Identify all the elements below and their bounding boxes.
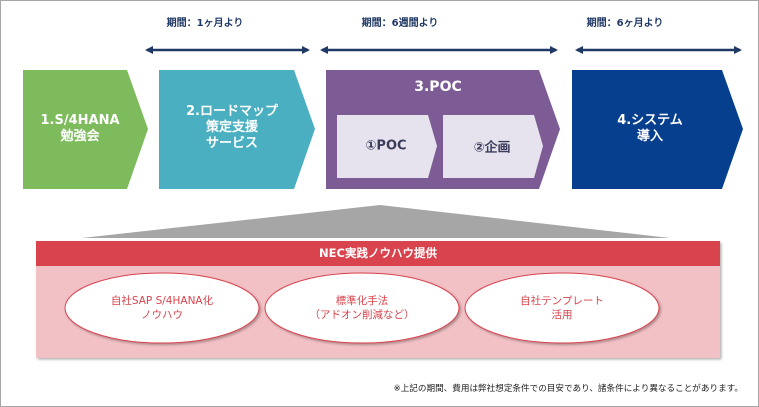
phase-chevron-4 — [572, 70, 743, 189]
knowhow-ellipse-3 — [464, 272, 660, 344]
sub-step-label-1: ①POC — [365, 138, 407, 154]
phase-label-4: 4.システム 導入 — [617, 113, 683, 144]
period-label-2: 期間：6週間より — [361, 18, 439, 29]
period-label-3: 期間：6ヶ月より — [586, 18, 664, 29]
sub-step-label-2: ②企画 — [473, 140, 511, 156]
phase-label-1: 1.S/4HANA 勉強会 — [40, 113, 120, 144]
phase-label-2: 2.ロードマップ 策定支援 サービス — [186, 104, 278, 151]
sub-step-chevron-1 — [337, 115, 437, 178]
roof-triangle — [82, 205, 670, 238]
knowhow-title-bar — [36, 241, 720, 266]
knowhow-ellipse-1 — [64, 272, 260, 344]
sub-step-chevron-2 — [443, 115, 543, 178]
footnote: ※上記の期間、費用は弊社想定条件での目安であり、諸条件により異なることがあります… — [393, 384, 744, 394]
knowhow-item-2: 標準化手法 （アドオン削減など） — [309, 295, 415, 321]
period-label-1: 期間：1ヶ月より — [166, 18, 244, 29]
phase-chevron-2 — [159, 70, 315, 189]
knowhow-ellipse-2 — [264, 272, 460, 344]
knowhow-title: NEC実践ノウハウ提供 — [319, 246, 437, 260]
phase-chevron-1 — [23, 70, 148, 189]
knowhow-item-1: 自社SAP S/4HANA化 ノウハウ — [110, 295, 214, 321]
knowhow-item-3: 自社テンプレート 活用 — [520, 295, 604, 321]
phase-label-3: 3.POC — [414, 79, 462, 95]
